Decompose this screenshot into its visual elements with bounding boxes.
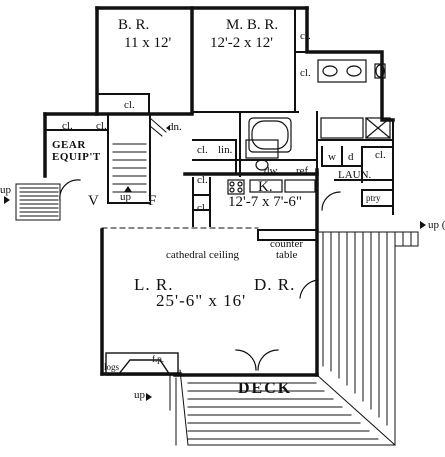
refrigerator-label: ref. [296, 165, 311, 177]
closet-label: cl. [300, 30, 311, 42]
living-label: L. R. [134, 275, 174, 294]
kitchen-size: 12'-7 x 7'-6" [228, 194, 303, 210]
gear-label: EQUIP'T [52, 151, 101, 163]
laundry-label: LAUN. [338, 169, 372, 181]
table-label: table [276, 249, 298, 261]
closet-label: cl. [300, 67, 311, 79]
closet-label: cl. [197, 144, 208, 156]
mbr-label: M. B. R. [226, 17, 279, 33]
br-label: B. R. [118, 17, 150, 33]
pantry-label: ptry [366, 193, 381, 203]
cathedral-label: cathedral ceiling [166, 249, 239, 261]
washer-label: w [328, 151, 336, 163]
logs-label: logs [104, 362, 120, 372]
deck-label: DECK [238, 380, 293, 397]
dishwasher-label: dw [264, 165, 278, 177]
dining-label: D. R. [254, 275, 296, 294]
up-label: up [134, 389, 145, 401]
dryer-label: d [348, 151, 354, 163]
up-label: up [120, 191, 131, 203]
kitchen-label: K. [258, 179, 273, 195]
closet-label: cl. [375, 149, 386, 161]
living-size: 25'-6" x 16' [156, 291, 247, 310]
up-cut-label: up ( [428, 219, 445, 231]
up-label: up [0, 184, 11, 196]
closet-label: cl. [62, 120, 73, 132]
down-label: dn. [168, 121, 182, 133]
closet-label: cl. [197, 174, 208, 186]
counter-label: counter [270, 238, 303, 250]
foyer-label: F [148, 193, 157, 209]
vestibule-label: V [88, 193, 99, 209]
fireplace-label: f.p. [152, 354, 164, 364]
stairs [15, 117, 167, 221]
closet-label: cl. [124, 99, 135, 111]
interior-walls [44, 7, 394, 241]
arrows [4, 125, 426, 401]
deck-boards [169, 231, 419, 446]
br-size: 11 x 12' [124, 35, 172, 51]
gear-label: GEAR [52, 139, 86, 151]
fixtures [59, 59, 391, 371]
closet-label: cl. [96, 120, 107, 132]
fireplace [105, 352, 179, 376]
mbr-size: 12'-2 x 12' [210, 35, 273, 51]
linen-label: lin. [218, 144, 233, 156]
exterior-walls [43, 6, 395, 377]
closet-label: cl. [197, 202, 208, 214]
